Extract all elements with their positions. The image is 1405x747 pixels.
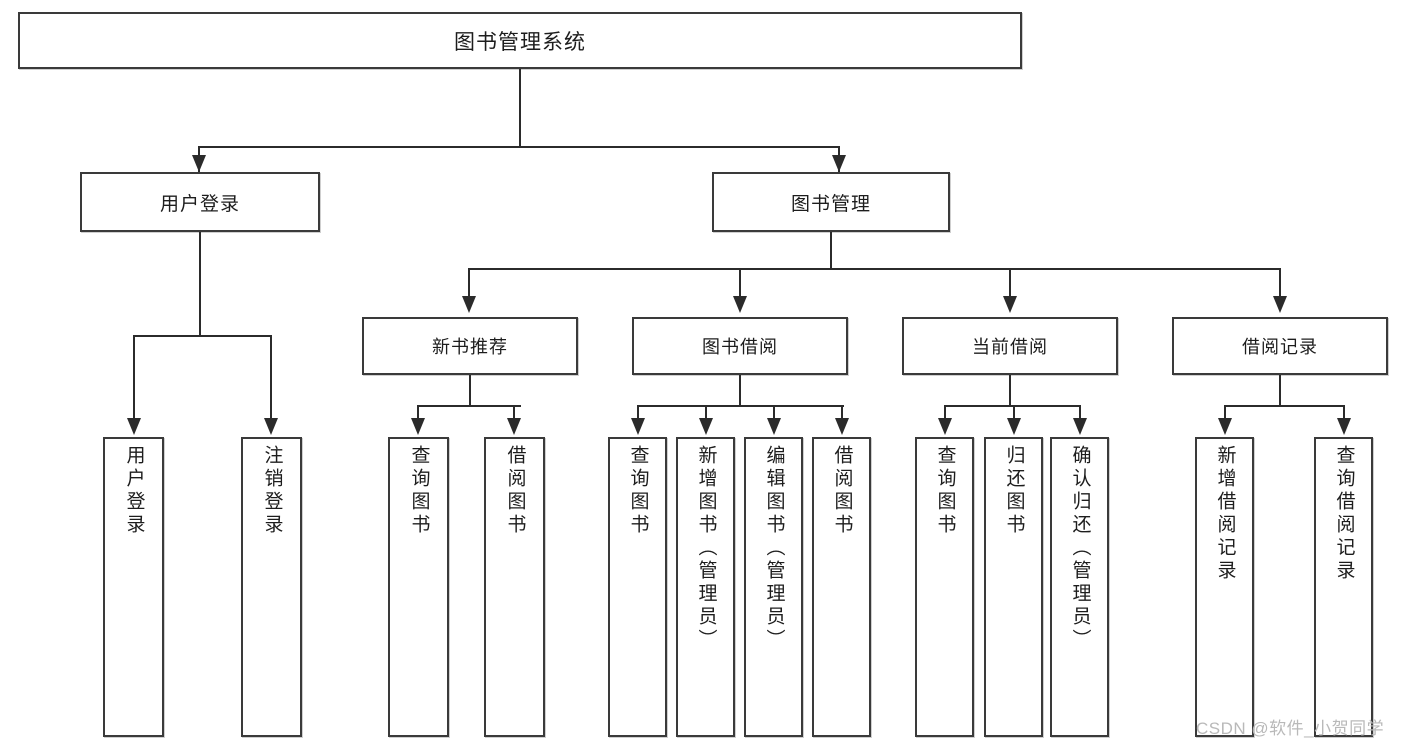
arrow-current-to-return	[1007, 418, 1021, 435]
leaf-record-query-record[interactable]: 查询借阅记录	[1314, 437, 1373, 737]
csdn-watermark: CSDN @软件_小贺同学	[1196, 719, 1385, 738]
connector-recommend-drop-2	[513, 405, 515, 425]
connector-root-bar	[198, 146, 840, 148]
node-root-system[interactable]: 图书管理系统	[18, 12, 1022, 69]
node-book-borrow[interactable]: 图书借阅	[632, 317, 848, 375]
node-label: 借阅记录	[1242, 337, 1318, 357]
node-borrow-record[interactable]: 借阅记录	[1172, 317, 1388, 375]
connector-borrow-drop-2	[705, 405, 707, 425]
node-label: 查询图书	[408, 445, 430, 537]
connector-book-manage-drop-1	[468, 268, 470, 300]
connector-borrow-drop-1	[637, 405, 639, 425]
arrow-recommend-to-query	[411, 418, 425, 435]
connector-user-login-bar	[133, 335, 272, 337]
node-label: 编辑图书（管理员）	[763, 445, 785, 652]
node-label: 图书管理系统	[454, 30, 586, 54]
leaf-user-login[interactable]: 用户登录	[103, 437, 164, 737]
connector-borrow-stem	[739, 375, 741, 407]
connector-borrow-bar	[637, 405, 844, 407]
node-label: 新书推荐	[432, 337, 508, 357]
node-label: 借阅图书	[831, 445, 853, 537]
node-book-management[interactable]: 图书管理	[712, 172, 950, 232]
leaf-current-confirm-return[interactable]: 确认归还（管理员）	[1050, 437, 1109, 737]
arrow-book-manage-to-current	[1003, 296, 1017, 313]
node-label: 注销登录	[261, 445, 283, 537]
node-label: 查询图书	[627, 445, 649, 537]
node-label: 确认归还（管理员）	[1069, 445, 1091, 652]
connector-current-drop-1	[944, 405, 946, 425]
arrow-borrow-to-edit	[767, 418, 781, 435]
connector-current-bar	[944, 405, 1079, 407]
node-label: 图书管理	[790, 193, 871, 215]
leaf-borrow-add-book[interactable]: 新增图书（管理员）	[676, 437, 735, 737]
arrow-borrow-to-lend	[835, 418, 849, 435]
node-label: 用户登录	[159, 193, 240, 215]
connector-root-stem	[519, 69, 521, 147]
node-label: 当前借阅	[972, 337, 1048, 357]
connector-borrow-drop-4	[841, 405, 843, 425]
arrow-current-to-query	[938, 418, 952, 435]
connector-borrow-drop-3	[773, 405, 775, 425]
connector-book-manage-drop-2	[739, 268, 741, 300]
arrow-record-to-query	[1337, 418, 1351, 435]
node-label: 归还图书	[1003, 445, 1025, 537]
arrow-root-to-book-manage	[832, 155, 846, 172]
arrow-book-manage-to-borrow	[733, 296, 747, 313]
connector-record-bar	[1224, 405, 1345, 407]
connector-book-manage-bar	[468, 268, 1280, 270]
connector-book-manage-drop-4	[1279, 268, 1281, 300]
arrow-book-manage-to-recommend	[462, 296, 476, 313]
connector-recommend-bar	[417, 405, 521, 407]
connector-user-login-stem	[199, 232, 201, 336]
arrow-current-to-confirm	[1073, 418, 1087, 435]
node-new-book-recommend[interactable]: 新书推荐	[362, 317, 578, 375]
connector-recommend-drop-1	[417, 405, 419, 425]
node-label: 查询借阅记录	[1333, 445, 1355, 583]
arrow-borrow-to-query	[631, 418, 645, 435]
leaf-user-logout[interactable]: 注销登录	[241, 437, 302, 737]
connector-book-manage-stem	[830, 232, 832, 270]
node-label: 新增图书（管理员）	[695, 445, 717, 652]
arrow-record-to-add	[1218, 418, 1232, 435]
leaf-current-query-book[interactable]: 查询图书	[915, 437, 974, 737]
node-label: 借阅图书	[504, 445, 526, 537]
leaf-borrow-edit-book[interactable]: 编辑图书（管理员）	[744, 437, 803, 737]
connector-record-drop-1	[1224, 405, 1226, 425]
leaf-recommend-borrow-book[interactable]: 借阅图书	[484, 437, 545, 737]
connector-user-login-drop-1	[133, 335, 135, 423]
arrow-recommend-to-borrow	[507, 418, 521, 435]
connector-book-manage-drop-3	[1009, 268, 1011, 300]
arrow-user-login-to-logout	[264, 418, 278, 435]
arrow-user-login-to-login	[127, 418, 141, 435]
connector-current-stem	[1009, 375, 1011, 407]
leaf-recommend-query-book[interactable]: 查询图书	[388, 437, 449, 737]
connector-user-login-drop-2	[270, 335, 272, 423]
leaf-borrow-lend-book[interactable]: 借阅图书	[812, 437, 871, 737]
connector-record-stem	[1279, 375, 1281, 407]
connector-current-drop-3	[1079, 405, 1081, 425]
connector-recommend-stem	[469, 375, 471, 407]
leaf-current-return-book[interactable]: 归还图书	[984, 437, 1043, 737]
leaf-borrow-query-book[interactable]: 查询图书	[608, 437, 667, 737]
node-label: 查询图书	[934, 445, 956, 537]
node-label: 用户登录	[123, 445, 145, 537]
node-label: 图书借阅	[702, 337, 778, 357]
connector-current-drop-2	[1013, 405, 1015, 425]
arrow-borrow-to-add	[699, 418, 713, 435]
leaf-record-add-record[interactable]: 新增借阅记录	[1195, 437, 1254, 737]
node-user-login[interactable]: 用户登录	[80, 172, 320, 232]
arrow-book-manage-to-record	[1273, 296, 1287, 313]
node-label: 新增借阅记录	[1214, 445, 1236, 583]
node-current-borrow[interactable]: 当前借阅	[902, 317, 1118, 375]
arrow-root-to-user-login	[192, 155, 206, 172]
connector-record-drop-2	[1343, 405, 1345, 425]
